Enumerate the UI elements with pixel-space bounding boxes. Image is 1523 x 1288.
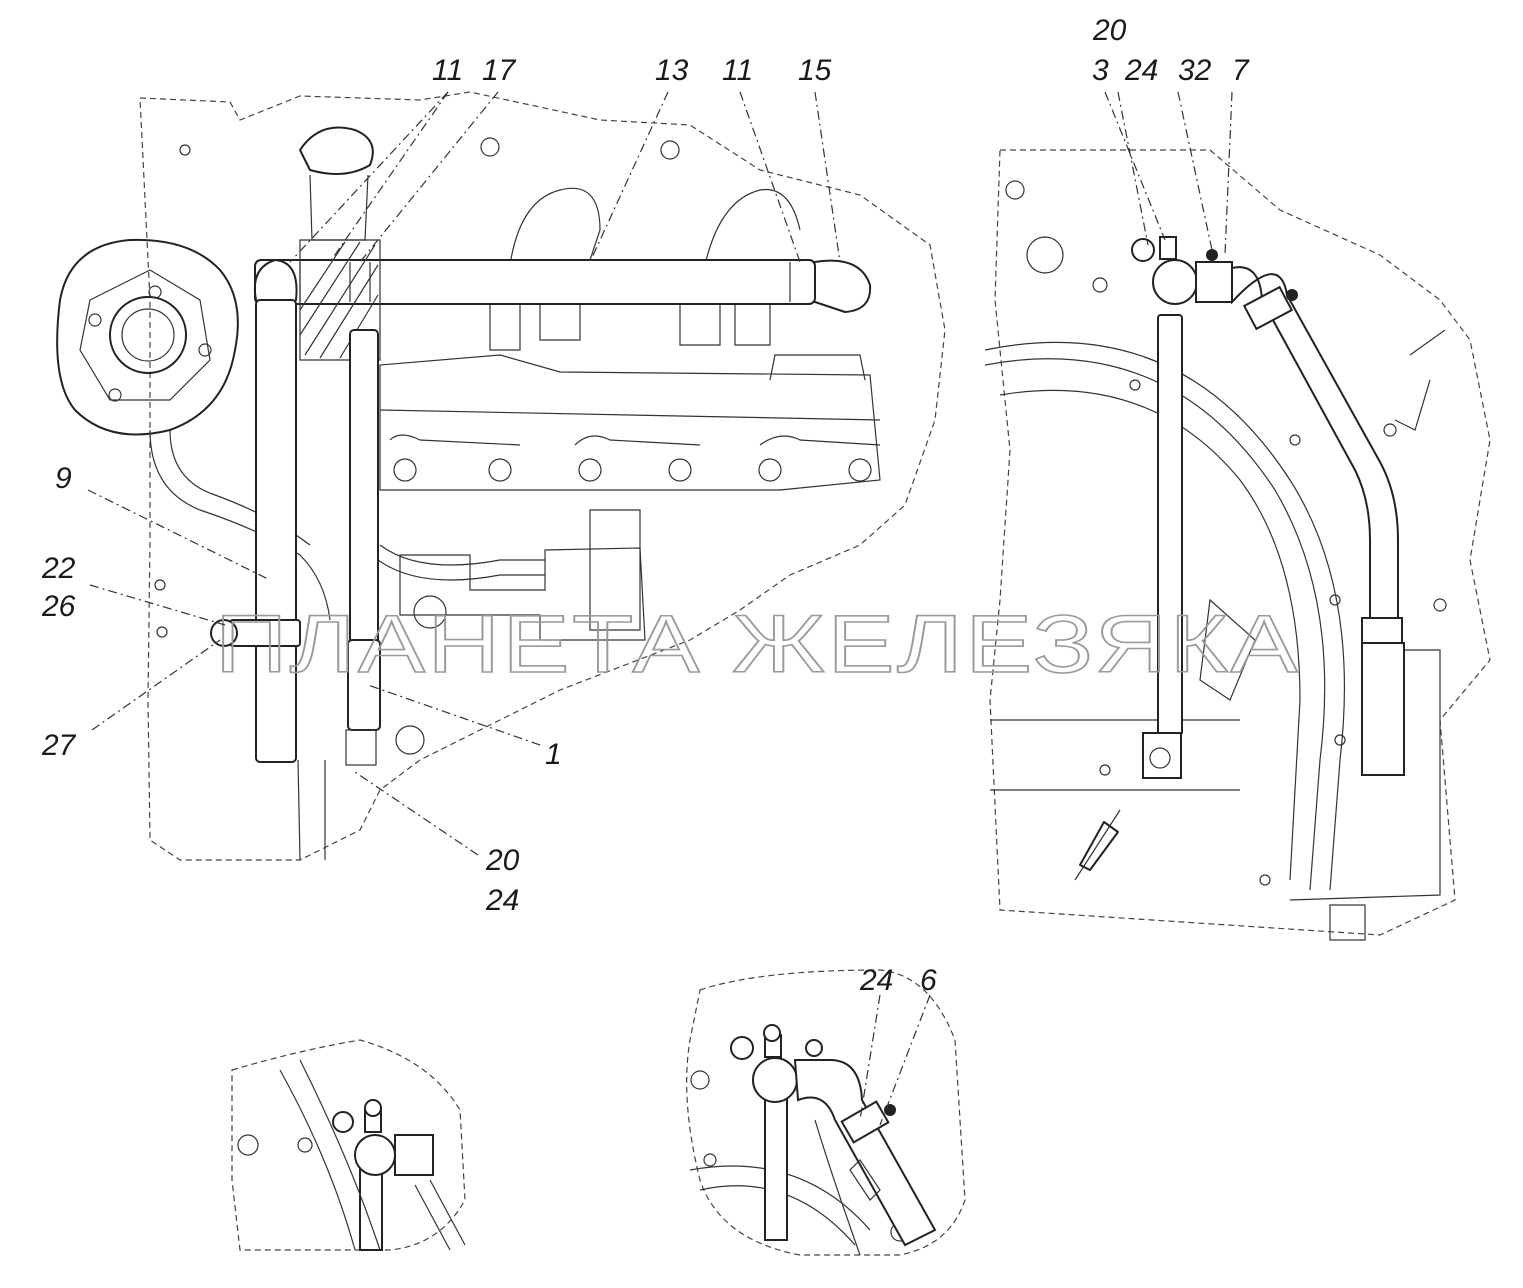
callout-9: 9 xyxy=(55,462,72,495)
callout-1: 1 xyxy=(545,738,562,771)
callout-24: 24 xyxy=(1124,54,1158,87)
callout-7: 7 xyxy=(1232,54,1250,87)
callout-27: 27 xyxy=(41,729,77,762)
callout-26: 26 xyxy=(41,590,76,623)
callout-3: 3 xyxy=(1092,54,1109,87)
watermark-text: ПЛАНЕТА ЖЕЛЕЗЯКА xyxy=(215,599,1300,690)
engine-side-view xyxy=(56,91,946,861)
callout-24: 24 xyxy=(485,884,519,917)
callout-13: 13 xyxy=(655,54,689,87)
callout-20: 20 xyxy=(485,844,520,877)
callout-11: 11 xyxy=(722,54,753,87)
callout-15: 15 xyxy=(798,54,832,87)
callout-6: 6 xyxy=(920,964,937,997)
callout-17: 17 xyxy=(482,54,517,87)
detail-view-center xyxy=(686,969,966,1256)
callout-labels: 11 17 13 11 15 9 22 26 27 1 20 24 20 3 2… xyxy=(41,14,1250,997)
callout-22: 22 xyxy=(41,552,76,585)
detail-view-left xyxy=(231,1039,466,1251)
callout-24: 24 xyxy=(859,964,893,997)
engine-rear-view xyxy=(984,149,1491,941)
callout-32: 32 xyxy=(1178,54,1212,87)
callout-20: 20 xyxy=(1092,14,1127,47)
leader-lines xyxy=(87,91,1233,1126)
callout-11: 11 xyxy=(432,54,463,87)
